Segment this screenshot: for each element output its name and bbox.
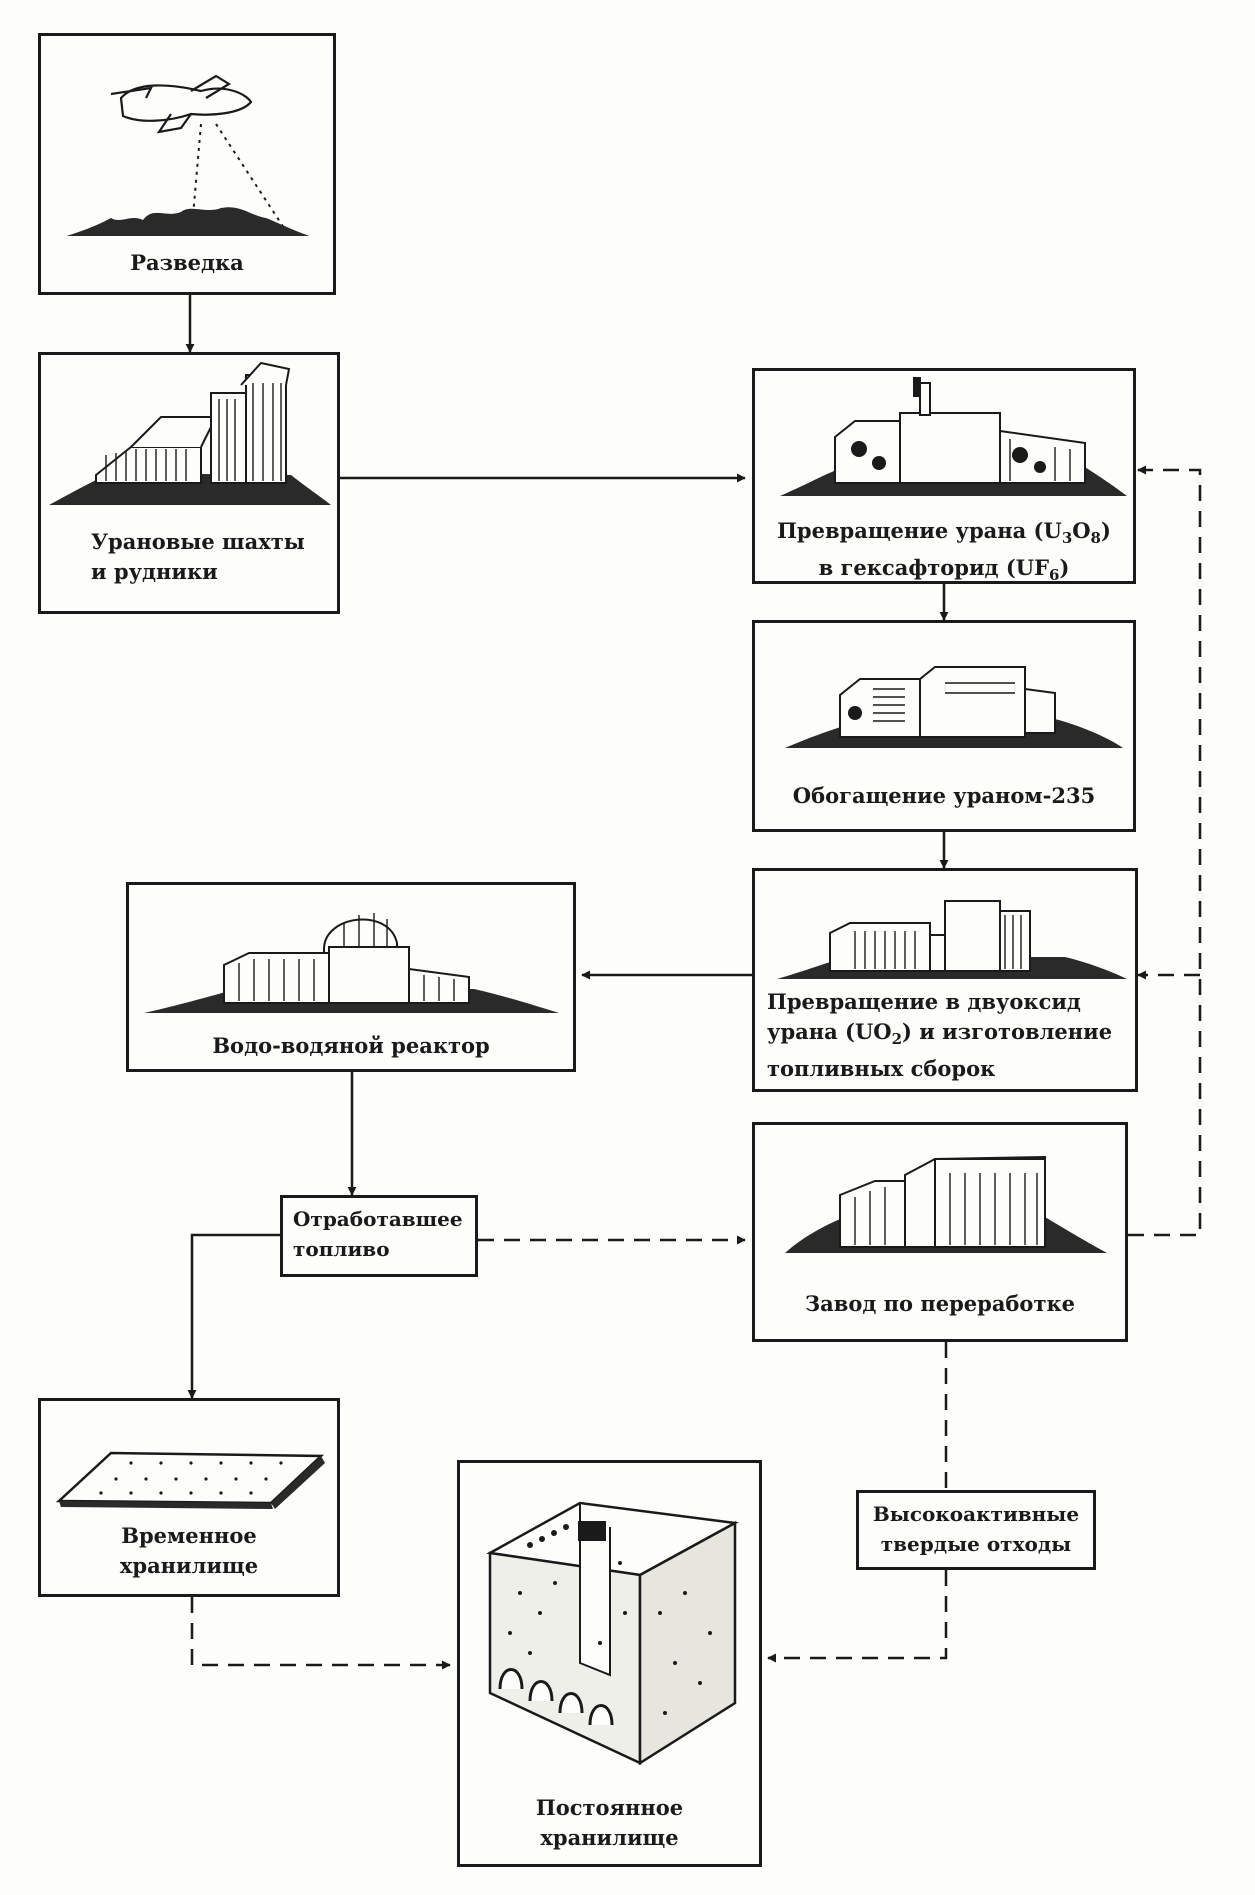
- label-permanent-storage: Постоянное хранилище: [460, 1793, 759, 1853]
- label-temporary-line1: Временное: [121, 1523, 257, 1548]
- reactor-illustration: [144, 913, 559, 1013]
- node-temporary-storage: Временное хранилище: [38, 1398, 340, 1597]
- node-spent-fuel: Отработавшее топливо: [280, 1195, 478, 1277]
- conversion-formula-pre: Превращение урана (U: [777, 518, 1062, 543]
- label-hlw-line1: Высокоактивные: [872, 1502, 1080, 1526]
- node-mines: Урановые шахты и рудники: [38, 352, 340, 614]
- permanent-storage-illustration: [486, 1501, 739, 1766]
- label-fabrication-line3: топливных сборок: [767, 1056, 996, 1082]
- node-hlw: Высокоактивные твердые отходы: [856, 1490, 1096, 1570]
- label-mines-line1: Урановые шахты: [91, 529, 305, 554]
- dashed-temporary-to-permanent: [190, 1597, 451, 1670]
- conversion-plant-illustration: [780, 377, 1127, 496]
- aircraft-survey-illustration: [66, 74, 310, 236]
- label-permanent-line1: Постоянное: [535, 1795, 684, 1820]
- label-conversion-line2: в гексафторид (UF6): [755, 553, 1133, 590]
- label-fabrication-line2: урана (UO2) и изготовление: [767, 1017, 1135, 1054]
- node-exploration: Разведка: [38, 33, 336, 295]
- label-fabrication-line1: Превращение в двуоксид: [767, 989, 1081, 1014]
- reprocessing-plant-illustration: [785, 1155, 1107, 1253]
- node-enrichment: Обогащение ураном-235: [752, 620, 1136, 832]
- label-spent-fuel-line2: топливо: [293, 1237, 390, 1261]
- label-conversion-line1: Превращение урана (U3O8): [755, 516, 1133, 553]
- arrow-spent-fuel-to-temporary: [187, 1233, 280, 1399]
- hexafluoride-pre: в гексафторид (UF: [818, 555, 1049, 581]
- label-hlw-line2: твердые отходы: [880, 1532, 1072, 1556]
- conversion-formula-post: ): [1100, 518, 1111, 543]
- node-reactor: Водо-водяной реактор: [126, 882, 576, 1072]
- label-exploration: Разведка: [130, 250, 244, 275]
- node-conversion: Превращение урана (U3O8) в гексафторид (…: [752, 368, 1136, 584]
- label-reprocessing: Завод по переработке: [805, 1291, 1075, 1316]
- label-conversion: Превращение урана (U3O8) в гексафторид (…: [755, 516, 1133, 590]
- node-fabrication: Превращение в двуоксид урана (UO2) и изг…: [752, 868, 1138, 1092]
- label-permanent-line2: хранилище: [540, 1825, 679, 1850]
- dashed-recycle-loop: [1128, 465, 1202, 1237]
- dashed-hlw-to-permanent: [767, 1570, 948, 1663]
- dioxide-sub: 2: [891, 1030, 903, 1049]
- hexafluoride-sub: 6: [1049, 566, 1060, 585]
- node-permanent-storage: Постоянное хранилище: [457, 1460, 762, 1867]
- label-reactor: Водо-водяной реактор: [212, 1033, 490, 1058]
- conversion-formula-sub1: 3: [1061, 529, 1073, 548]
- conversion-formula-sub2: 8: [1090, 529, 1101, 548]
- label-mines: Урановые шахты и рудники: [41, 527, 337, 587]
- label-fabrication: Превращение в двуоксид урана (UO2) и изг…: [755, 987, 1135, 1084]
- label-temporary-storage: Временное хранилище: [41, 1521, 337, 1581]
- enrichment-plant-illustration: [785, 666, 1123, 748]
- fabrication-plant-illustration: [777, 900, 1127, 979]
- hexafluoride-post: ): [1059, 555, 1070, 581]
- temporary-storage-illustration: [55, 1451, 325, 1509]
- dioxide-post: ) и изготовление: [902, 1019, 1113, 1044]
- label-temporary-line2: хранилище: [119, 1553, 259, 1578]
- label-spent-fuel-line1: Отработавшее: [293, 1207, 463, 1231]
- label-enrichment: Обогащение ураном-235: [792, 783, 1096, 808]
- dioxide-pre: урана (UO: [767, 1019, 892, 1044]
- conversion-formula-mid: O: [1072, 518, 1091, 543]
- mine-buildings-illustration: [49, 361, 331, 505]
- node-reprocessing: Завод по переработке: [752, 1122, 1128, 1342]
- label-mines-line2: и рудники: [91, 559, 218, 584]
